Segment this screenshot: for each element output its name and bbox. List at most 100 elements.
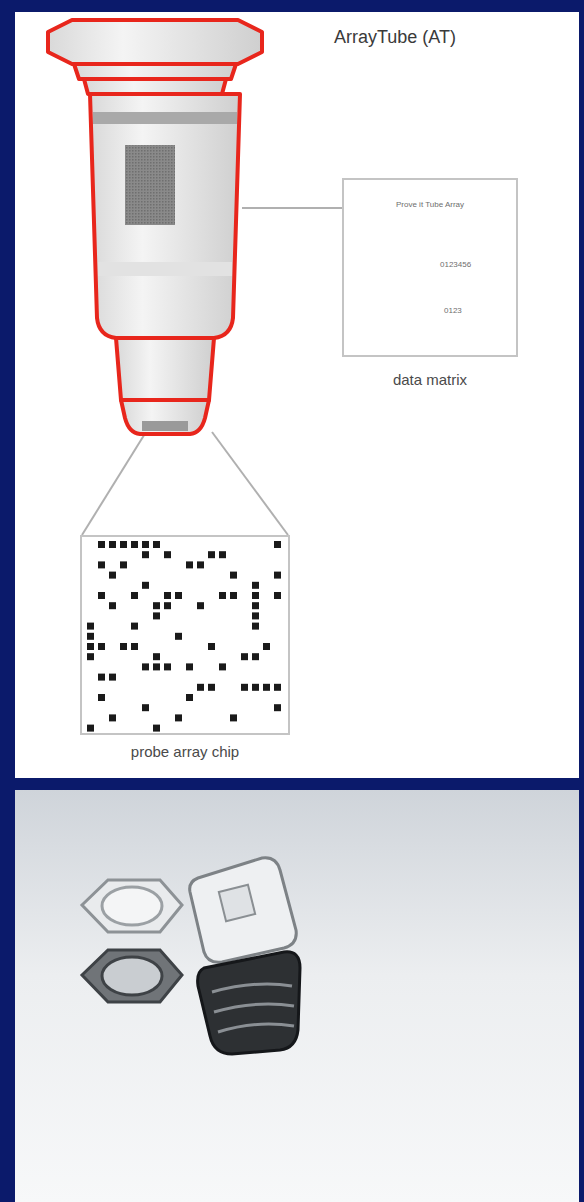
probe-spot [133, 696, 136, 699]
probe-spot [243, 696, 246, 699]
probe-spot [177, 686, 180, 689]
probe-spot [265, 594, 268, 597]
probe-spot [254, 706, 257, 709]
probe-spot [133, 655, 136, 658]
probe-spot [276, 696, 279, 699]
probe-spot [166, 676, 169, 679]
tube-cap-ring [84, 79, 226, 94]
probe-spot [177, 574, 180, 577]
leader-line [82, 432, 146, 535]
probe-spot [98, 592, 105, 599]
probe-spot [188, 706, 191, 709]
probe-spot [100, 706, 103, 709]
cap-reflection-hole [102, 957, 162, 995]
probe-spot [177, 706, 180, 709]
probe-spot [166, 543, 169, 546]
probe-spot [122, 625, 125, 628]
probe-spot [155, 563, 158, 566]
diagram-title: ArrayTube (AT) [334, 27, 456, 48]
probe-spot [274, 592, 281, 599]
probe-spot [188, 604, 191, 607]
probe-spot [232, 686, 235, 689]
probe-spot [133, 584, 136, 587]
probe-spot [133, 665, 136, 668]
leader-line [212, 432, 288, 535]
probe-spot [274, 684, 281, 691]
tube-photo-window [219, 885, 255, 921]
probe-spot [210, 635, 213, 638]
probe-spot [276, 614, 279, 617]
probe-spot [155, 696, 158, 699]
probe-spot [87, 653, 94, 660]
probe-spot [122, 696, 125, 699]
probe-spot [210, 716, 213, 719]
probe-spot [177, 727, 180, 730]
probe-spot [89, 553, 92, 556]
probe-spot [177, 553, 180, 556]
probe-spot [122, 635, 125, 638]
probe-spot [133, 563, 136, 566]
probe-spot [265, 676, 268, 679]
probe-spot [221, 676, 224, 679]
tube-cap-flange [48, 20, 262, 64]
probe-spot [199, 665, 202, 668]
probe-spot [177, 676, 180, 679]
probe-spot [122, 706, 125, 709]
probe-spot [252, 612, 259, 619]
probe-spot [120, 561, 127, 568]
probe-spot [221, 563, 224, 566]
probe-spot [219, 551, 226, 558]
probe-spot [221, 686, 224, 689]
probe-spot [210, 563, 213, 566]
probe-spot [166, 574, 169, 577]
probe-spot [144, 574, 147, 577]
probe-spot [243, 584, 246, 587]
probe-spot [232, 584, 235, 587]
probe-spot [166, 655, 169, 658]
probe-spot [243, 665, 246, 668]
probe-spot [252, 592, 259, 599]
probe-spot [265, 553, 268, 556]
probe-spot [175, 714, 182, 721]
probe-spot [210, 614, 213, 617]
probe-spot [254, 543, 257, 546]
probe-spot [98, 541, 105, 548]
probe-spot [164, 551, 171, 558]
probe-spot [144, 625, 147, 628]
probe-spot [164, 592, 171, 599]
probe-spot [144, 614, 147, 617]
probe-spot [144, 604, 147, 607]
probe-spot [188, 645, 191, 648]
probe-spot [210, 604, 213, 607]
probe-spot [177, 614, 180, 617]
probe-spot [241, 653, 248, 660]
probe-spot [186, 694, 193, 701]
probe-spot [122, 686, 125, 689]
probe-spot [210, 727, 213, 730]
probe-spot [232, 604, 235, 607]
probe-spot [166, 563, 169, 566]
probe-spot [166, 727, 169, 730]
probe-spot [265, 543, 268, 546]
probe-spot [254, 676, 257, 679]
tube-label-patch [125, 145, 175, 225]
probe-spot [188, 716, 191, 719]
probe-spot [243, 563, 246, 566]
probe-spot [230, 714, 237, 721]
probe-spot [230, 592, 237, 599]
probe-spot [89, 696, 92, 699]
probe-spot [142, 551, 149, 558]
probe-spot [142, 582, 149, 589]
probe-spot [199, 543, 202, 546]
chip-window [142, 421, 188, 431]
probe-spot [252, 602, 259, 609]
probe-spot [232, 543, 235, 546]
probe-spot [89, 614, 92, 617]
probe-spot [243, 727, 246, 730]
probe-spot [144, 727, 147, 730]
probe-spot [177, 563, 180, 566]
probe-spot [164, 663, 171, 670]
probe-spot [243, 645, 246, 648]
probe-spot [131, 623, 138, 630]
probe-spot [210, 665, 213, 668]
